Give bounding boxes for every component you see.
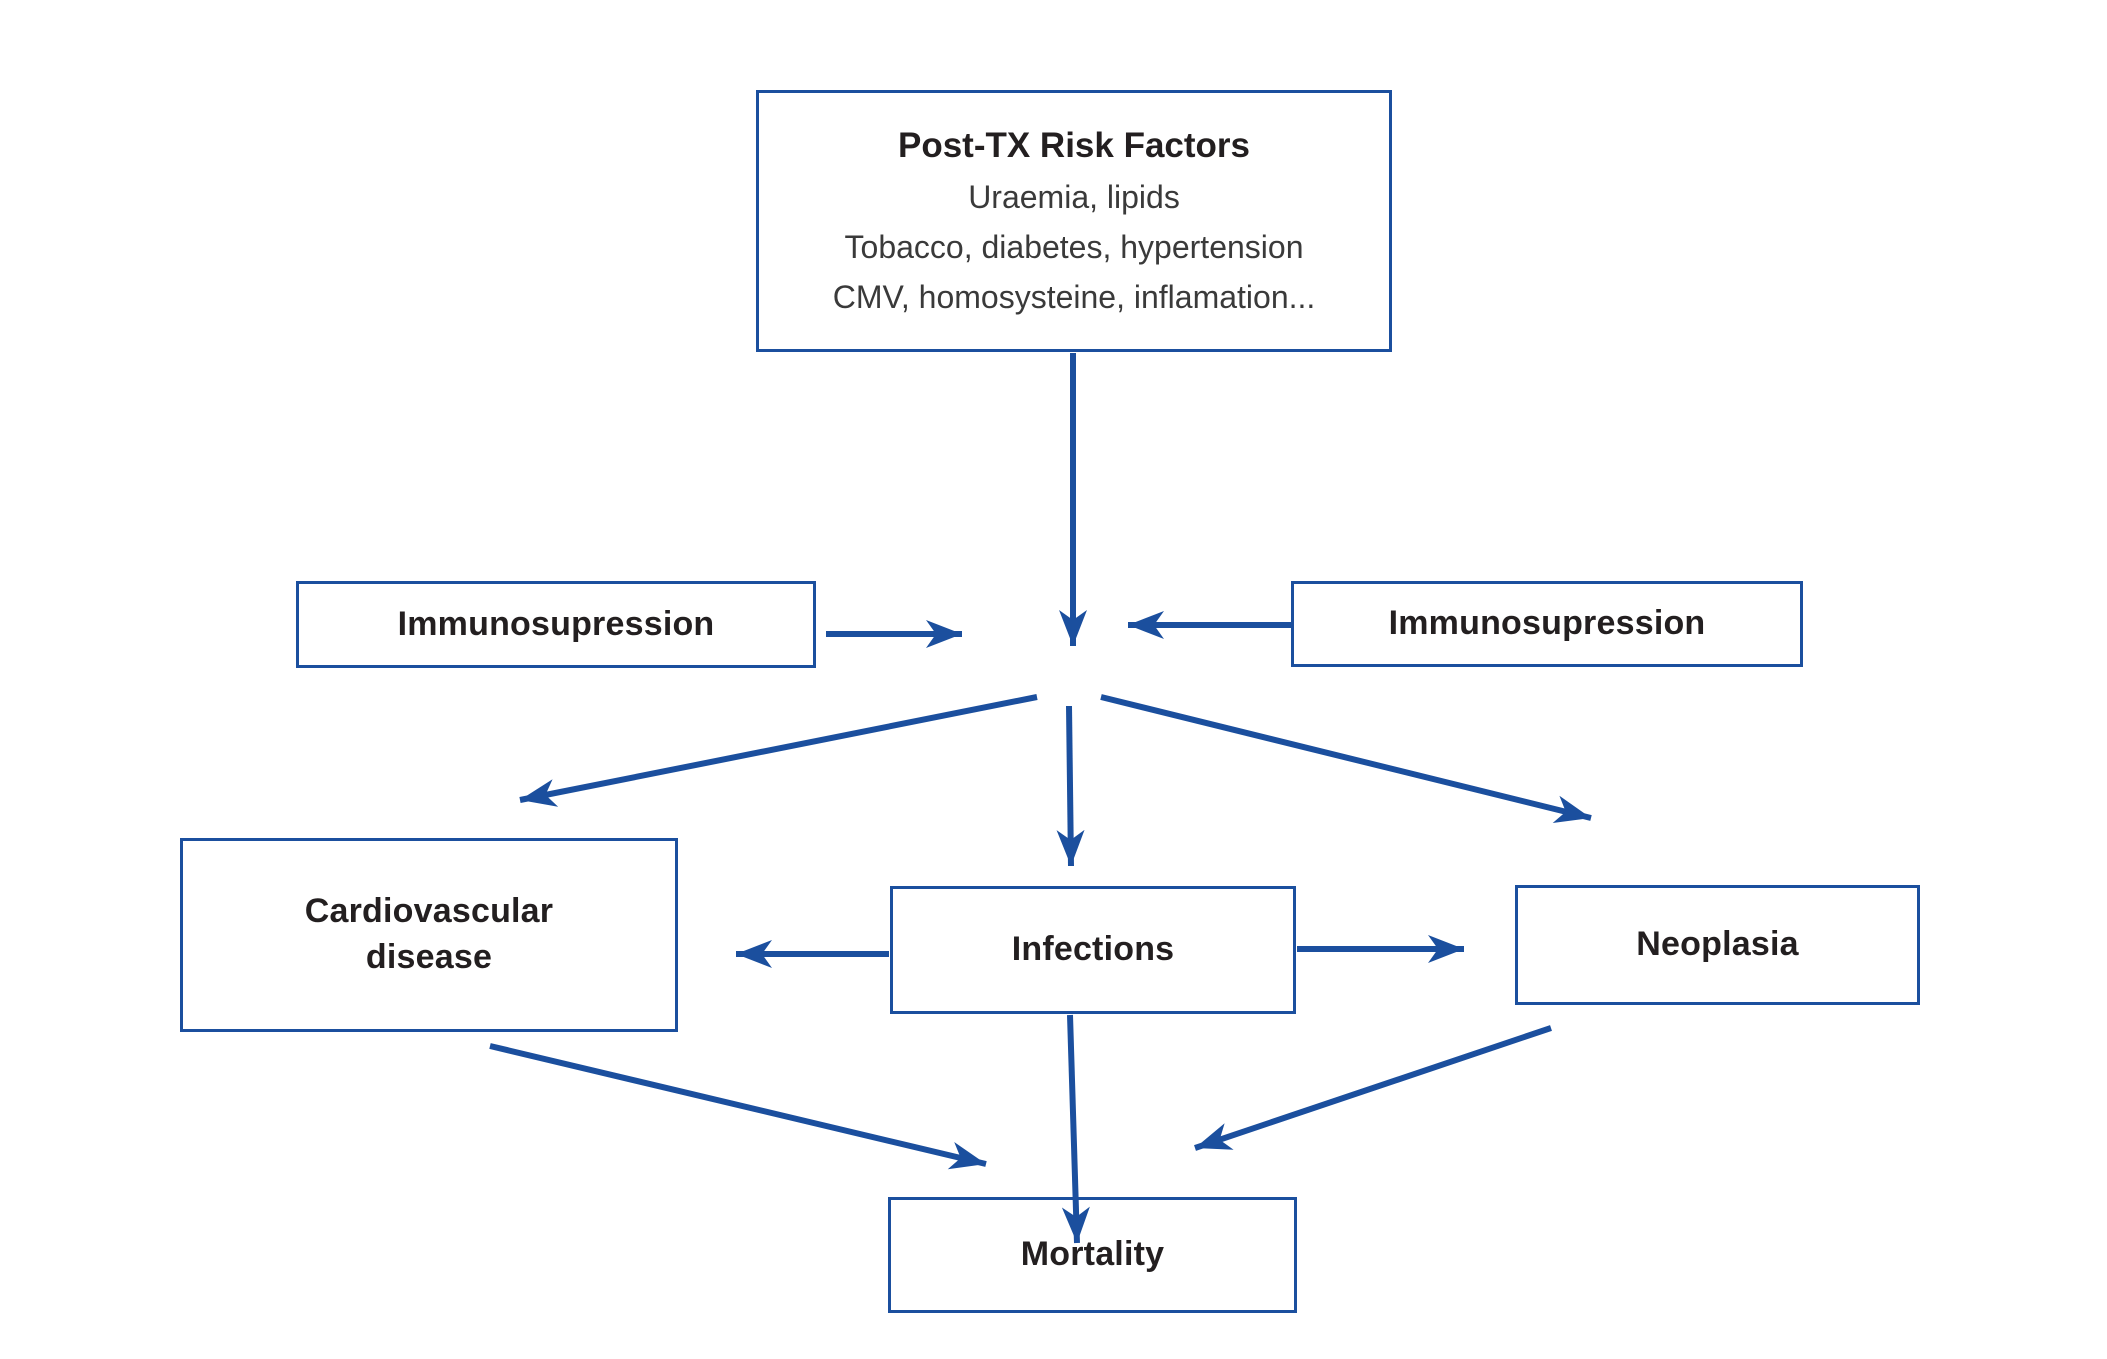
mortality-label: Mortality: [1020, 1235, 1165, 1274]
arrow-junction-to-infections: [1056, 705, 1085, 867]
immunosupression-left-label: Immunosupression: [397, 604, 715, 643]
node-immunosupression-right: Immunosupression: [1291, 581, 1803, 667]
cardiovascular-disease-label: Cardiovascular disease: [304, 892, 554, 976]
node-post-tx-risk-factors: Post-TX Risk Factors Uraemia, lipids Tob…: [756, 90, 1392, 352]
risk-factor-line-uraemia: Uraemia, lipids: [968, 179, 1180, 215]
node-immunosupression-left: Immunosupression: [296, 581, 816, 668]
neoplasia-label: Neoplasia: [1636, 925, 1799, 964]
risk-factor-line-tobacco: Tobacco, diabetes, hypertension: [844, 229, 1304, 265]
node-neoplasia: Neoplasia: [1515, 885, 1920, 1005]
arrow-cardiovascular-to-mortality: [489, 1043, 987, 1170]
node-infections: Infections: [890, 886, 1296, 1014]
post-tx-risk-factors-title: Post-TX Risk Factors: [897, 126, 1251, 165]
node-cardiovascular-disease: Cardiovascular disease: [180, 838, 678, 1032]
infections-label: Infections: [1011, 930, 1175, 969]
arrow-neoplasia-to-mortality: [1194, 1025, 1552, 1151]
node-mortality: Mortality: [888, 1197, 1297, 1313]
immunosupression-right-label: Immunosupression: [1388, 604, 1706, 643]
risk-factor-line-cmv: CMV, homosysteine, inflamation...: [832, 279, 1316, 315]
arrow-junction-to-cardiovascular: [519, 694, 1038, 807]
arrow-junction-to-neoplasia: [1100, 694, 1592, 823]
